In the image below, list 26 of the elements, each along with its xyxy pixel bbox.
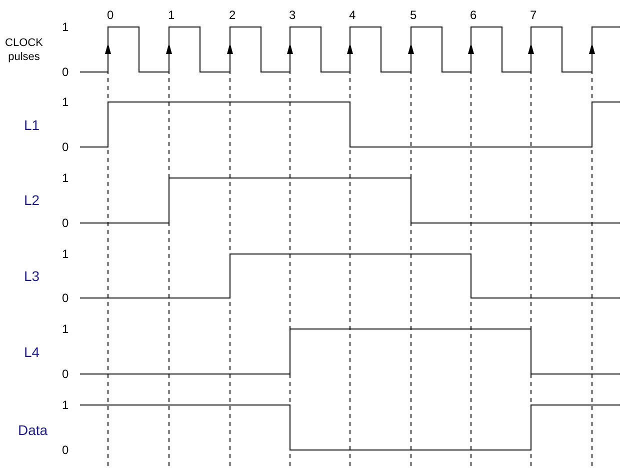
- level-label: 1: [62, 20, 69, 34]
- edge-number: 1: [168, 8, 175, 22]
- edge-number: 2: [229, 8, 236, 22]
- edge-number: 0: [107, 8, 114, 22]
- clock-label: CLOCK pulses: [4, 36, 44, 64]
- signal-label: L4: [24, 345, 40, 359]
- level-label: 0: [62, 291, 69, 305]
- signal-label: L1: [24, 118, 40, 132]
- edge-number: 4: [349, 8, 356, 22]
- level-label: 1: [62, 247, 69, 261]
- edge-number: 5: [410, 8, 417, 22]
- signal-label: Data: [18, 423, 48, 437]
- level-label: 1: [62, 171, 69, 185]
- level-label: 1: [62, 398, 69, 412]
- level-label: 0: [62, 65, 69, 79]
- edge-number: 6: [470, 8, 477, 22]
- signal-label: L3: [24, 269, 40, 283]
- edge-number: 3: [289, 8, 296, 22]
- level-label: 0: [62, 216, 69, 230]
- level-label: 0: [62, 443, 69, 457]
- level-label: 1: [62, 322, 69, 336]
- level-label: 0: [62, 367, 69, 381]
- edge-number: 7: [530, 8, 537, 22]
- signal-label: L2: [24, 193, 40, 207]
- level-label: 1: [62, 95, 69, 109]
- level-label: 0: [62, 140, 69, 154]
